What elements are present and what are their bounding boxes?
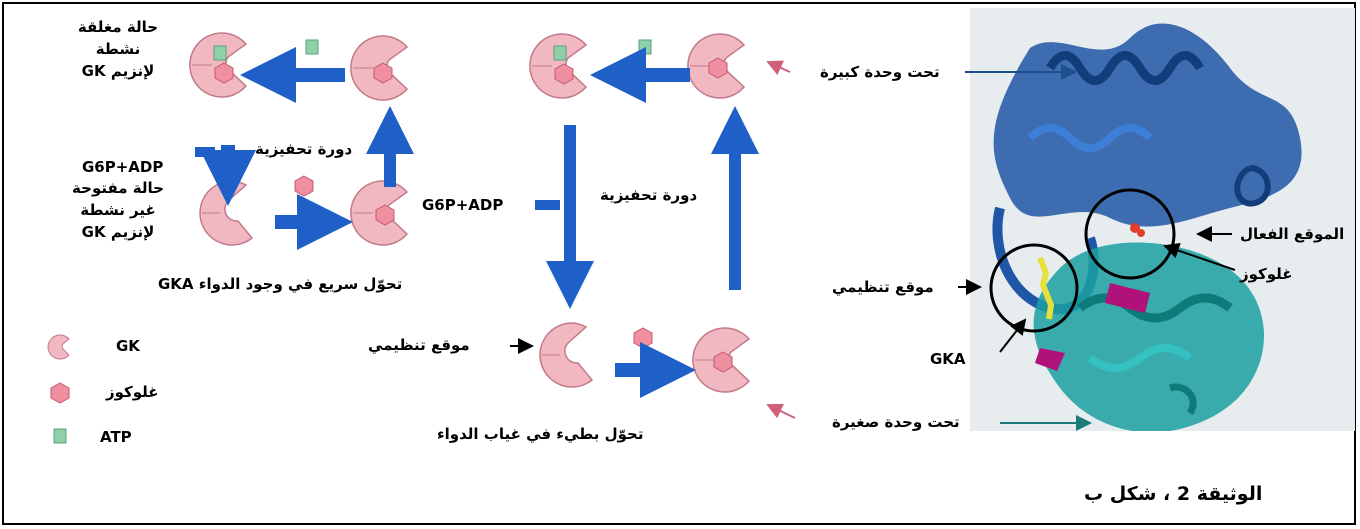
atp-free-left xyxy=(305,39,319,55)
label-fast-transition: تحوّل سريع في وجود الدواء GKA xyxy=(158,275,403,293)
label-structure-glucose: غلوكوز xyxy=(1240,265,1293,283)
atp-free-right xyxy=(638,39,652,55)
label-small-subunit: تحت وحدة صغيرة xyxy=(832,413,960,431)
pointer-pink-bottom xyxy=(766,403,796,419)
legend-atp-label: ATP xyxy=(100,428,132,446)
enzyme-closed-active-with-substrates xyxy=(189,32,247,98)
pointer-glucose xyxy=(1163,242,1236,271)
glucose-free-left xyxy=(294,175,314,197)
label-structure-regulatory-site: موقع تنظيمي xyxy=(832,278,934,296)
gk-enzyme-icon xyxy=(47,334,70,360)
atp-icon xyxy=(53,428,67,444)
label-open-inactive-state: حالة مفتوحة غير نشطة لإنزيم GK xyxy=(72,179,164,241)
glucose-free-right xyxy=(633,327,653,349)
label-closed-active-state: حالة مغلقة نشطة لإنزيم GK xyxy=(77,18,159,80)
enzyme-open-right-bottom xyxy=(539,322,593,388)
enzyme-with-glucose-top xyxy=(350,35,408,101)
figure-caption: الوثيقة 2 ، شكل ب xyxy=(1084,483,1263,505)
label-products-right: G6P+ADP xyxy=(422,196,504,214)
circle-active-site xyxy=(1084,188,1176,280)
legend-gk-label: GK xyxy=(116,337,140,355)
enzyme-with-glucose-bottom xyxy=(350,180,408,246)
enzyme-glucose-right-top xyxy=(687,33,745,99)
enzyme-open-inactive xyxy=(199,180,253,246)
label-active-site: الموقع الفعال xyxy=(1240,225,1345,243)
enzyme-glucose-right-bottom xyxy=(692,327,750,393)
label-regulatory-site: موقع تنظيمي xyxy=(368,336,470,354)
circle-regulatory-site xyxy=(989,243,1079,333)
label-gka: GKA xyxy=(930,350,966,368)
label-products-left: G6P+ADP xyxy=(82,158,164,176)
glucose-icon xyxy=(50,382,70,404)
label-large-subunit: تحت وحدة كبيرة xyxy=(820,63,940,81)
pointer-pink-top xyxy=(766,60,791,76)
pointer-gka xyxy=(999,318,1027,353)
enzyme-closed-right-top xyxy=(529,33,587,99)
label-slow-transition: تحوّل بطيء في غياب الدواء xyxy=(437,425,644,443)
label-catalytic-cycle-left: دورة تحفيزية xyxy=(255,140,353,158)
protein-structure-image xyxy=(970,8,1355,431)
legend-glucose-label: غلوكوز xyxy=(106,383,159,401)
label-catalytic-cycle-right: دورة تحفيزية xyxy=(600,186,698,204)
